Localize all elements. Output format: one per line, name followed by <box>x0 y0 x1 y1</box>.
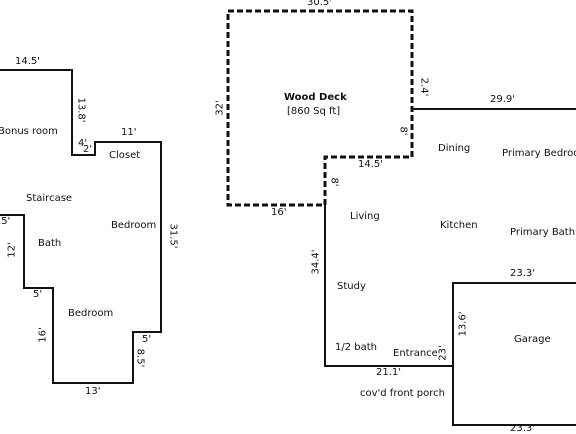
dimension-label: 12' <box>6 242 18 258</box>
dimension-label: 23.3' <box>510 423 536 434</box>
room-label-half-bath: 1/2 bath <box>335 342 378 353</box>
dimension-label: 34.4' <box>310 249 322 275</box>
dimension-label: 29.9' <box>490 94 516 105</box>
dimension-label: 21.1' <box>376 367 402 378</box>
room-label-bedroom-upper: Bedroom <box>111 220 157 231</box>
room-label-wood-deck: Wood Deck <box>284 92 347 103</box>
dimension-label: 14.5' <box>15 56 41 67</box>
dimension-label: 16' <box>37 327 49 343</box>
dimension-label: 13' <box>85 386 101 397</box>
room-label-primary-bedroom: Primary Bedroo <box>502 148 576 159</box>
room-label-bedroom-lower: Bedroom <box>68 308 114 319</box>
dimension-label: 31.5' <box>167 223 179 249</box>
dimension-label: 2' <box>83 144 93 155</box>
room-label-study: Study <box>337 281 366 292</box>
dimension-label: 13.8' <box>75 97 87 123</box>
dimension-label: 16' <box>271 207 287 218</box>
dimension-label: 8.5' <box>134 348 146 368</box>
wood-deck-outline <box>226 9 414 207</box>
room-label-front-porch: cov'd front porch <box>360 388 445 399</box>
dimension-label: 23' <box>437 345 449 361</box>
dimension-label: 32' <box>214 100 226 116</box>
room-label-kitchen: Kitchen <box>440 220 478 231</box>
dimension-label: 5' <box>142 334 152 345</box>
room-label-closet: Closet <box>109 150 141 161</box>
dimension-label: 23.3' <box>510 268 536 279</box>
dimension-label: 11' <box>121 127 137 138</box>
dimension-label: 14.5' <box>358 159 384 170</box>
main-house-wall <box>324 205 453 367</box>
room-label-primary-bath: Primary Bath <box>510 227 576 238</box>
dimension-label: 13.6' <box>457 311 469 337</box>
room-label-garage: Garage <box>514 334 551 345</box>
wood-deck-area: [860 Sq ft] <box>287 106 341 117</box>
room-label-bonus-room: Bonus room <box>0 126 58 137</box>
room-label-bath: Bath <box>38 238 62 249</box>
dimension-label: 2.4' <box>418 77 430 97</box>
dimension-label: 4' <box>78 138 88 149</box>
dimension-label: 30.5' <box>307 0 333 8</box>
dimension-label: .5' <box>0 216 11 227</box>
dimension-label: 5' <box>33 289 43 300</box>
room-label-living: Living <box>350 211 380 222</box>
dimension-label: 8' <box>397 126 409 136</box>
room-label-entrance: Entrance <box>393 348 438 359</box>
room-label-dining: Dining <box>438 143 471 154</box>
dimension-label: 8' <box>328 177 340 187</box>
left-wing-wall <box>0 69 162 384</box>
room-label-staircase: Staircase <box>26 193 73 204</box>
garage-wall <box>452 282 576 426</box>
